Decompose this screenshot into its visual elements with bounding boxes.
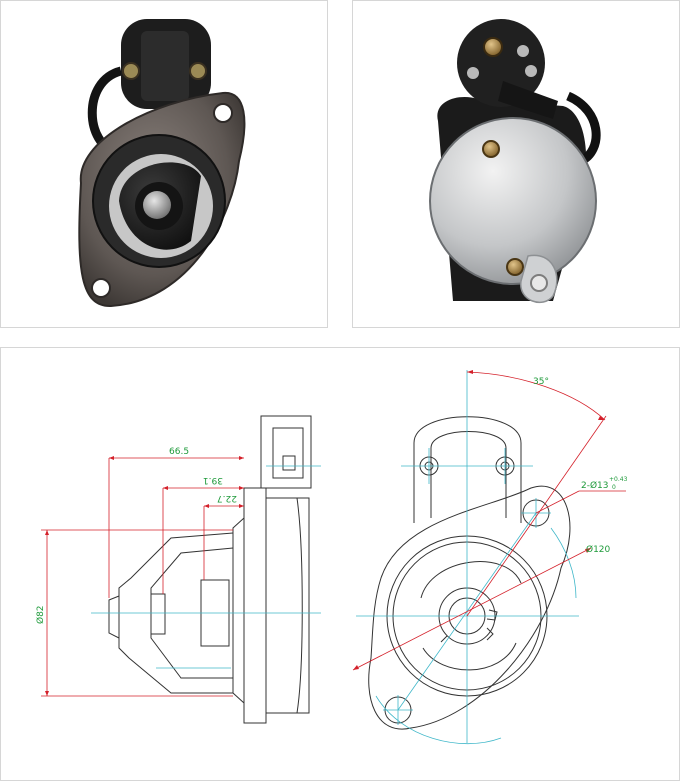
side-dimensions — [41, 457, 244, 697]
dim-hole-tol-upper: +0.43 — [609, 476, 628, 483]
photo-panel-front — [0, 0, 328, 328]
dim-angle: 35° — [533, 377, 549, 387]
angle-leg — [466, 415, 607, 617]
shaft-end — [143, 191, 171, 219]
angle-arc — [466, 371, 606, 421]
dim-pinion-length: 22.7 — [217, 493, 237, 503]
flange-outline — [368, 485, 571, 730]
through-bolt-top — [482, 140, 500, 158]
dim-holes: 2-Ø13 — [581, 480, 609, 491]
solenoid-outline — [413, 416, 522, 523]
terminal-boot — [498, 81, 558, 119]
starter-rear-photo — [429, 19, 601, 303]
technical-drawing-panel: 66.5 39.1 22.7 Ø82 — [0, 347, 680, 781]
end-cap — [429, 117, 597, 285]
dim-flange-diameter: Ø82 — [35, 605, 46, 624]
bolt-circle-diameter-line — [352, 547, 592, 671]
dim-overall-length: 66.5 — [169, 447, 189, 457]
front-view — [368, 416, 571, 730]
front-dimensions — [352, 371, 626, 671]
mounting-bolt — [530, 274, 548, 292]
side-view — [108, 415, 312, 724]
through-bolt-bottom — [506, 258, 524, 276]
shaft-end — [108, 595, 120, 639]
terminal-right — [189, 62, 207, 80]
solenoid — [457, 19, 545, 107]
pinion — [150, 593, 166, 635]
technical-drawing: 66.5 39.1 22.7 Ø82 — [35, 370, 628, 745]
front-centerlines — [356, 370, 579, 745]
mounting-hole-bottom — [91, 278, 111, 298]
solenoid — [260, 415, 312, 489]
terminal-main — [483, 37, 503, 57]
side-centerlines — [91, 465, 321, 669]
cable — [565, 91, 601, 166]
bolt-circle-arc-top — [550, 527, 577, 599]
flange-plate — [243, 487, 267, 724]
nose-housing — [232, 517, 245, 704]
terminal-left — [122, 62, 140, 80]
starter-front-photo — [78, 19, 246, 308]
photo-panel-rear — [352, 0, 680, 328]
bolt-circle-arc-bottom — [375, 695, 502, 745]
mounting-hole-top — [213, 103, 233, 123]
dim-nose-length: 39.1 — [203, 475, 223, 485]
motor-body — [266, 497, 310, 714]
dim-bolt-circle: Ø120 — [586, 544, 611, 555]
dim-hole-tol-lower: 0 — [612, 484, 616, 491]
